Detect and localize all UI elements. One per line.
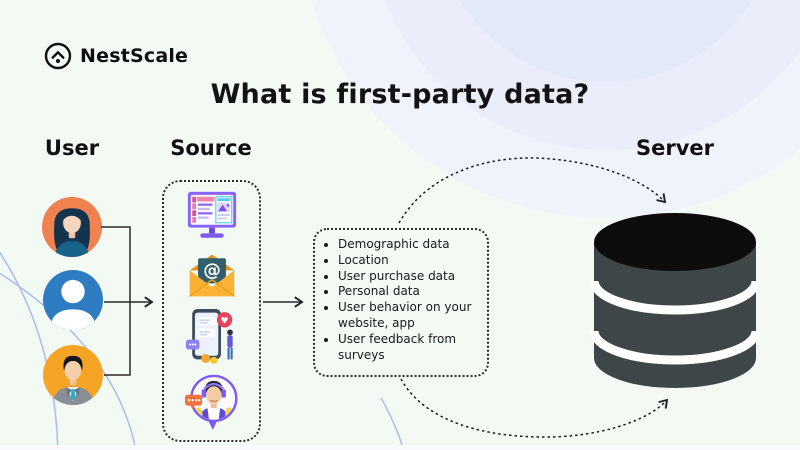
data-types-list: Demographic data Location User purchase … [317, 237, 483, 364]
email-icon: @ [188, 254, 235, 298]
data-type-item: Personal data [338, 284, 483, 300]
brand-name: NestScale [80, 45, 189, 67]
woman-avatar [42, 197, 102, 257]
bottom-edge-strip [0, 445, 800, 450]
data-type-item: Demographic data [338, 237, 483, 253]
server-column-header: Server [635, 136, 714, 160]
page-title: What is first-party data? [210, 79, 590, 110]
businessman-avatar [43, 345, 103, 405]
source-column-header: Source [170, 136, 252, 160]
customer-support-survey-icon [184, 374, 237, 431]
generic-user-avatar [43, 270, 103, 330]
data-type-item: Location [338, 253, 483, 269]
database-icon [589, 213, 761, 388]
website-analytics-monitor-icon [187, 191, 236, 238]
svg-text:♥: ♥ [220, 316, 228, 326]
data-type-item: User behavior on your website, app [338, 300, 483, 332]
mobile-app-icon: ♥ [185, 308, 233, 364]
brand-logo: NestScale [44, 42, 188, 70]
user-column-header: User [44, 136, 100, 160]
data-types-box: Demographic data Location User purchase … [313, 228, 489, 377]
circle-up-arrow-icon [44, 42, 72, 70]
source-box: @ ♥ [162, 180, 261, 442]
data-type-item: User feedback from surveys [338, 332, 483, 364]
data-type-item: User purchase data [338, 269, 483, 285]
user-merge-connector [101, 226, 131, 376]
svg-text:@: @ [203, 261, 221, 281]
